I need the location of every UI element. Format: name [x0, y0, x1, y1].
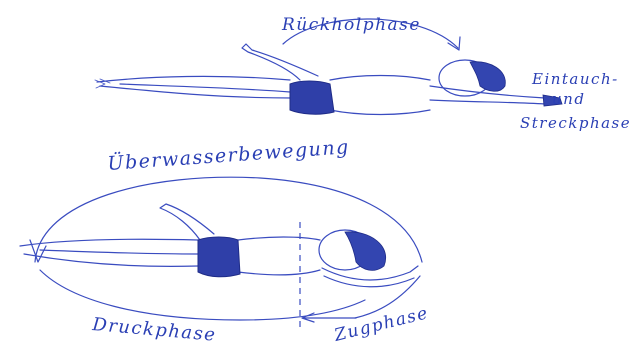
bottom-swimmer-figure [20, 177, 422, 328]
bottom-swimmer-torso [238, 237, 320, 275]
top-swimmer-legs [97, 76, 292, 98]
top-swimmer-swimsuit [290, 81, 334, 114]
label-zugphase: Zugphase [331, 303, 430, 346]
label-eintauch-line3: Streckphase [520, 114, 631, 132]
label-eintauch-line2: und [552, 90, 585, 108]
top-swimmer-torso [330, 76, 430, 115]
bottom-swimmer-legs [20, 239, 198, 266]
label-ueberwasserbewegung: Überwasserbewegung [107, 135, 351, 175]
bottom-swimmer-raised-arm [160, 204, 214, 240]
label-rueckholphase: Rückholphase [281, 15, 421, 35]
pull-phase-arrowhead [302, 313, 356, 322]
underwater-lower-arc [40, 270, 365, 320]
top-swimmer-recovery-arm [242, 44, 318, 80]
bottom-swimmer-cap [345, 232, 386, 271]
top-swimmer-cap [470, 62, 505, 92]
label-eintauch-line1: Eintauch- [531, 70, 619, 88]
bottom-swimmer-swimsuit [198, 237, 240, 277]
